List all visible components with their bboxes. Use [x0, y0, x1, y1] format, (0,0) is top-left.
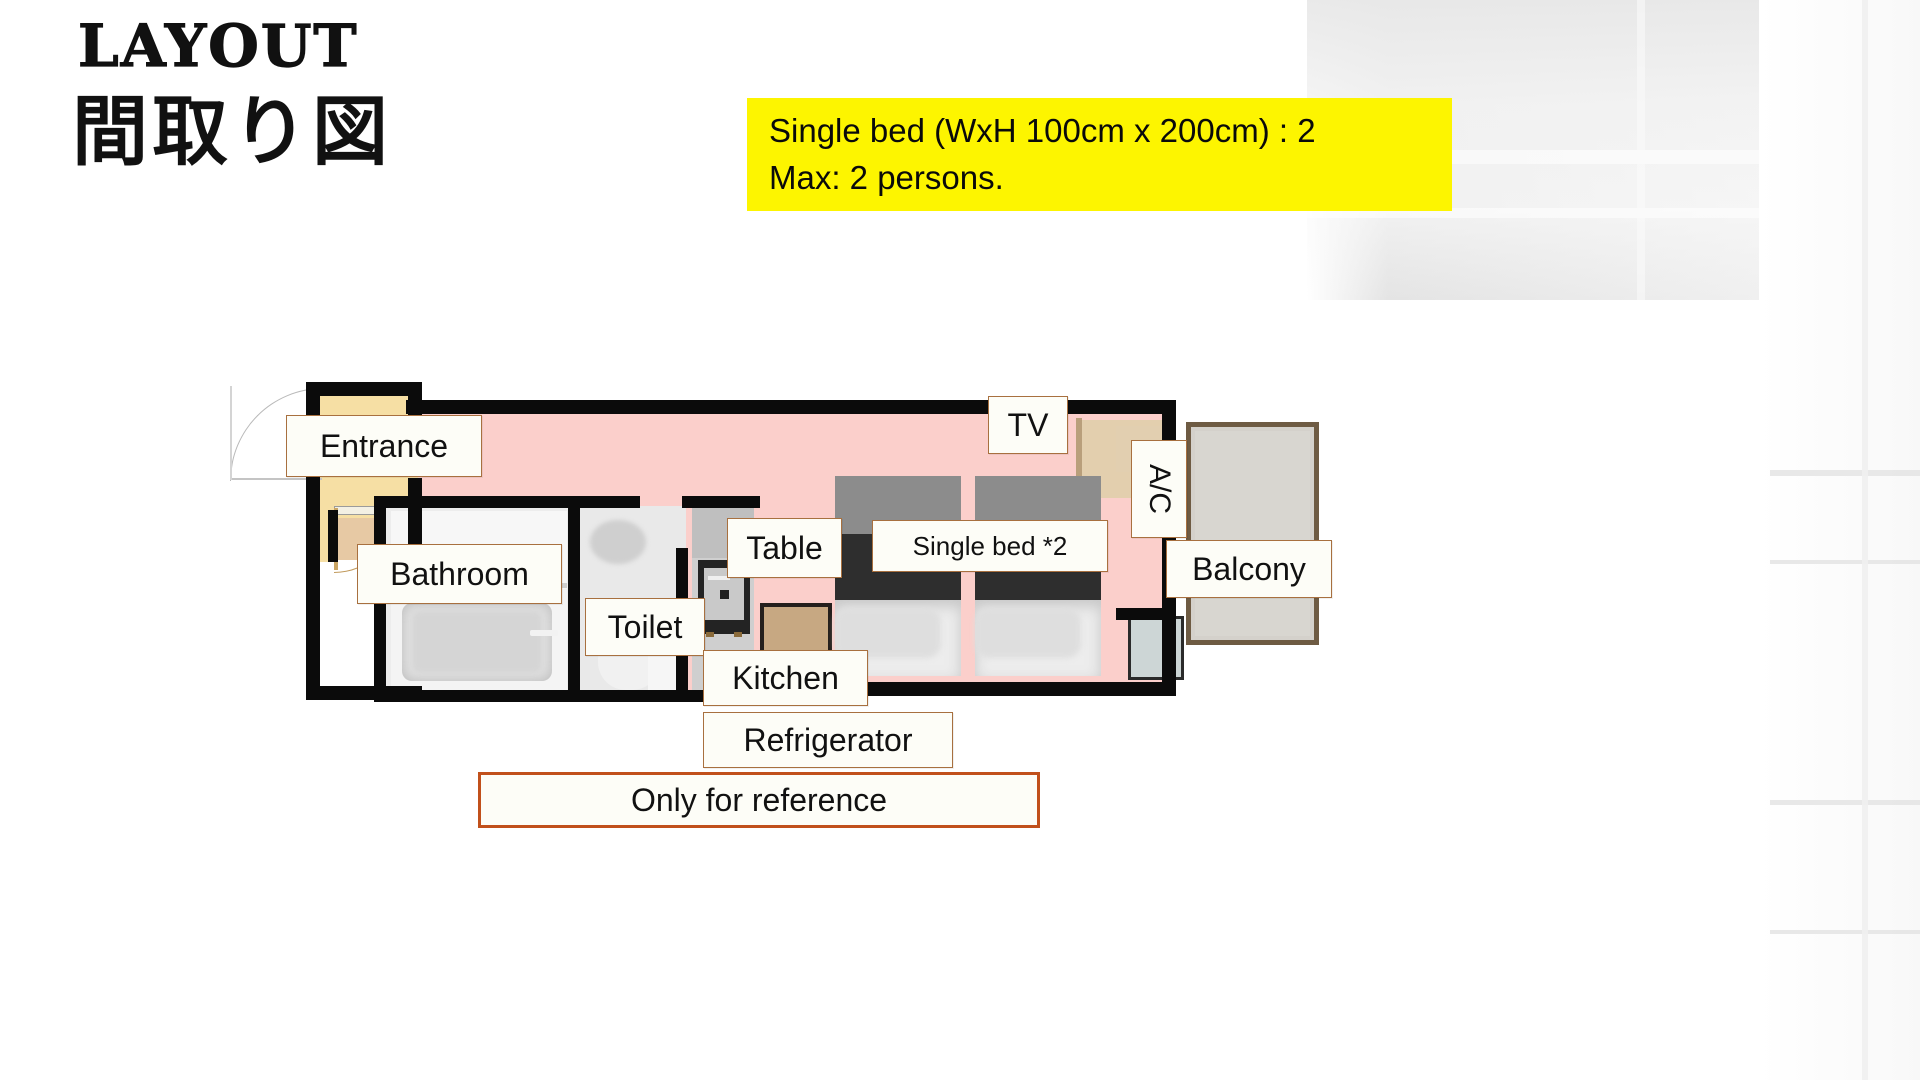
wall-segment: [682, 496, 760, 508]
label-kitchen: Kitchen: [703, 650, 868, 706]
wall-segment: [328, 510, 338, 562]
bed-gap: [961, 476, 975, 676]
bed-info-banner: Single bed (WxH 100cm x 200cm) : 2 Max: …: [747, 98, 1452, 211]
photo-line: [1770, 800, 1920, 805]
wall-segment: [568, 496, 580, 702]
label-table: Table: [727, 518, 842, 578]
wall-segment: [306, 382, 422, 396]
floorplan-diagram: [230, 378, 1319, 723]
label-table-text: Table: [746, 530, 823, 566]
balcony-frame: [1186, 422, 1319, 645]
balcony-glass: [1195, 431, 1310, 636]
single-bed-right: [975, 476, 1101, 676]
label-bathroom-text: Bathroom: [390, 556, 529, 592]
label-single-bed-text: Single bed *2: [912, 531, 1068, 561]
sink-basin: [590, 520, 646, 564]
photo-line: [1862, 0, 1868, 1080]
bed-pillow-shade: [975, 608, 1081, 658]
page-title-english: LAYOUT: [77, 12, 359, 80]
label-balcony-text: Balcony: [1192, 551, 1306, 587]
label-single-bed: Single bed *2: [872, 520, 1108, 572]
bathtub-faucet-icon: [530, 630, 558, 636]
photo-line: [1770, 470, 1920, 476]
refrigerator-handle-icon: [708, 576, 730, 580]
label-entrance: Entrance: [286, 415, 482, 477]
banner-line-1: Single bed (WxH 100cm x 200cm) : 2: [769, 112, 1316, 149]
label-kitchen-text: Kitchen: [732, 660, 839, 696]
page-title-japanese: 間取り図: [72, 87, 392, 176]
bed-pillow-shade: [835, 608, 941, 658]
refrigerator-foot: [734, 632, 742, 637]
tv-screen: [1076, 418, 1082, 500]
disclaimer-box: Only for reference: [478, 772, 1040, 828]
label-refrigerator-text: Refrigerator: [743, 722, 913, 758]
wall-segment: [406, 400, 1176, 414]
label-tv-text: TV: [1007, 407, 1049, 443]
wall-segment: [374, 496, 574, 508]
label-ac: A/C: [1131, 440, 1187, 538]
wall-segment: [306, 548, 320, 700]
label-entrance-text: Entrance: [319, 428, 449, 464]
photo-streak: [1637, 0, 1645, 300]
label-ac-text: A/C: [1142, 463, 1176, 515]
disclaimer-text: Only for reference: [630, 781, 888, 818]
refrigerator-foot: [706, 632, 714, 637]
refrigerator-knob-icon: [720, 590, 729, 599]
wall-segment: [580, 496, 640, 508]
label-refrigerator: Refrigerator: [703, 712, 953, 768]
single-bed-left: [835, 476, 961, 676]
bathtub-basin: [412, 611, 542, 673]
entrance-door-leaf: [230, 478, 322, 480]
banner-line-2: Max: 2 persons.: [769, 158, 1004, 196]
entrance-door-hinge: [230, 386, 232, 480]
label-tv: TV: [988, 396, 1068, 454]
photo-line: [1770, 930, 1920, 934]
label-toilet: Toilet: [585, 598, 705, 656]
wall-segment: [1116, 608, 1176, 620]
label-bathroom: Bathroom: [357, 544, 562, 604]
photo-edge-right: [1759, 0, 1920, 1080]
label-balcony: Balcony: [1166, 540, 1332, 598]
photo-line: [1770, 560, 1920, 564]
label-toilet-text: Toilet: [607, 609, 683, 645]
